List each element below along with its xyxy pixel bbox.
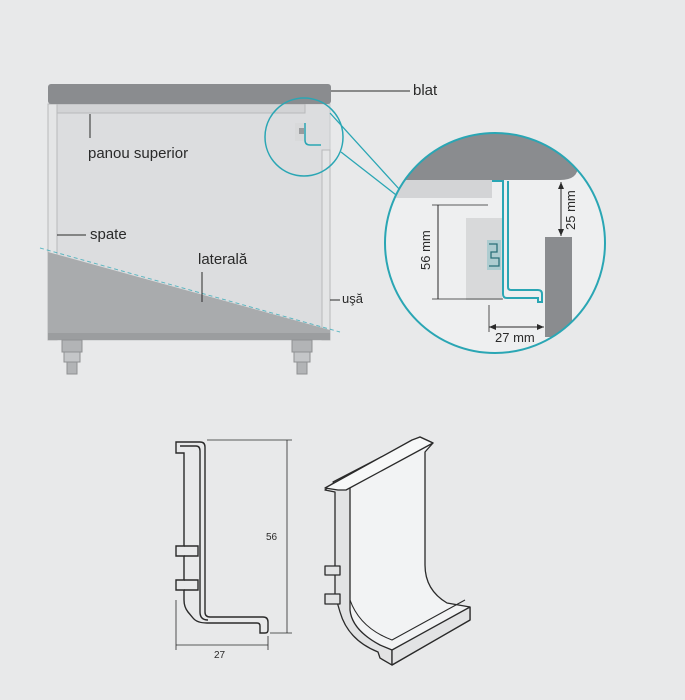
label-panou-superior: panou superior bbox=[88, 145, 188, 162]
countertop bbox=[48, 84, 331, 104]
profile-3d bbox=[324, 436, 471, 666]
profile-dim-width: 27 bbox=[214, 650, 226, 661]
profile-rib bbox=[184, 545, 199, 591]
dim-label-27mm: 27 mm bbox=[495, 330, 535, 345]
upper-panel bbox=[56, 103, 306, 114]
cabinet-base bbox=[48, 333, 330, 340]
detail-side-block bbox=[466, 218, 502, 300]
cabinet-elevation: blat panou superior spate laterală uşă bbox=[39, 82, 438, 375]
label-spate: spate bbox=[90, 226, 127, 243]
profile-outline bbox=[175, 441, 269, 634]
profile-3d-bend bbox=[349, 599, 466, 641]
zoom-connector-top bbox=[329, 112, 401, 191]
profile-dimensions bbox=[175, 439, 292, 650]
profile-3d-rib-2 bbox=[324, 593, 341, 605]
foot-left bbox=[61, 339, 83, 375]
detail-door bbox=[545, 237, 572, 337]
profile-3d-foot bbox=[391, 606, 471, 666]
profile-dim-height: 56 bbox=[266, 532, 278, 543]
door-edge bbox=[321, 149, 331, 341]
label-laterala: laterală bbox=[198, 251, 248, 268]
label-blat: blat bbox=[413, 82, 438, 99]
detail-profile bbox=[492, 180, 543, 303]
profile-section bbox=[175, 441, 269, 634]
detail-clip bbox=[487, 240, 501, 270]
zoom-connector-bottom bbox=[340, 151, 401, 199]
small-detail-circle bbox=[264, 97, 344, 177]
label-usa: uşă bbox=[342, 291, 364, 306]
dim-label-25mm: 25 mm bbox=[563, 190, 578, 230]
dim-label-56mm: 56 mm bbox=[418, 230, 433, 270]
foot-right bbox=[291, 339, 313, 375]
profile-3d-rib-1 bbox=[324, 565, 341, 576]
profile-inner bbox=[180, 445, 209, 621]
detail-upper-panel bbox=[385, 180, 492, 198]
detail-zoom: 56 mm 25 mm 27 mm bbox=[384, 132, 606, 354]
profile-3d-top bbox=[324, 436, 434, 491]
section-line bbox=[39, 247, 341, 333]
section-cut bbox=[48, 252, 330, 340]
